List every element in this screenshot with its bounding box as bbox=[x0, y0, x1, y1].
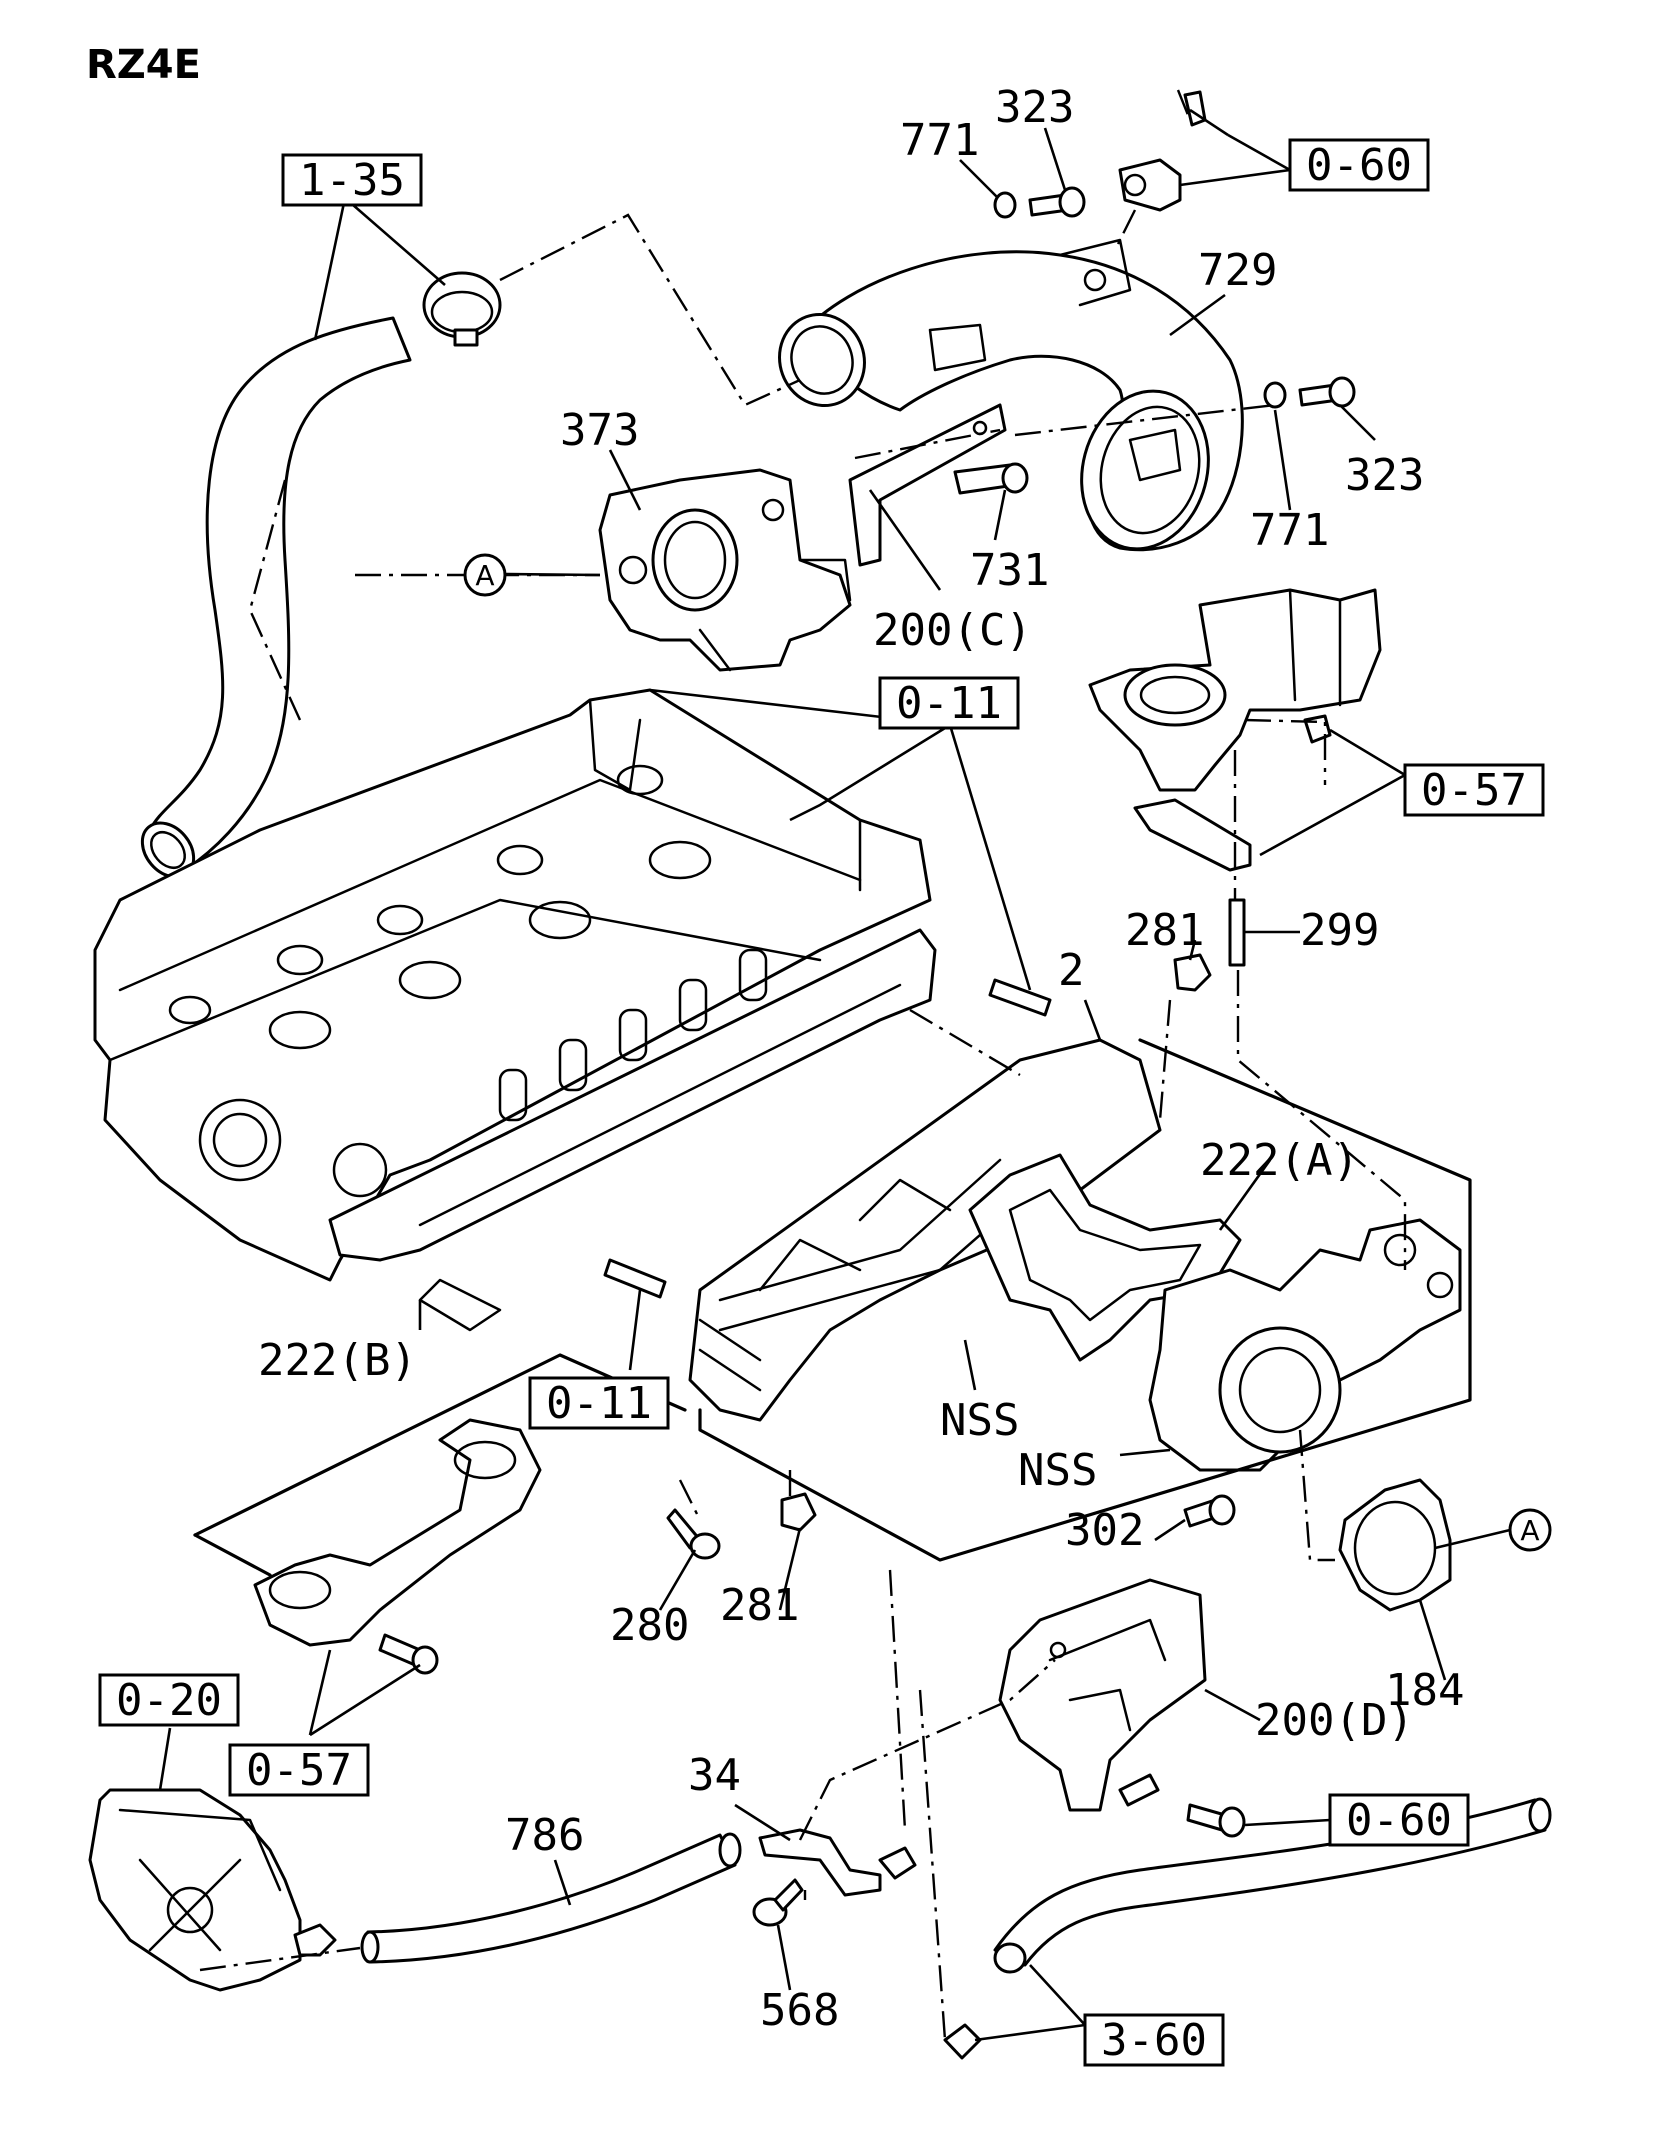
part-label-200d: 200(D) bbox=[1255, 1695, 1414, 1746]
part-label-184: 184 bbox=[1385, 1665, 1464, 1716]
circle-ref-label: A bbox=[1520, 1514, 1539, 1547]
ref-box-0-60-lower[interactable]: 0-60 bbox=[1328, 1793, 1470, 1847]
ref-box-0-11-lower[interactable]: 0-11 bbox=[528, 1376, 670, 1430]
vacuum-pump-drawing bbox=[88, 1788, 337, 1992]
part-label-281-lower: 281 bbox=[720, 1580, 799, 1631]
part-label-2: 2 bbox=[1058, 945, 1085, 996]
ref-box-label: 0-60 bbox=[1346, 1795, 1452, 1846]
ref-box-label: 0-20 bbox=[116, 1675, 222, 1726]
intake-pipe-drawing bbox=[778, 238, 1244, 552]
part-label-nss-2: NSS bbox=[1018, 1445, 1097, 1496]
leader-lines bbox=[158, 108, 1511, 2042]
part-label-34: 34 bbox=[688, 1750, 741, 1801]
intake-manifold-drawing bbox=[688, 1038, 1462, 1528]
ref-box-0-57-top[interactable]: 0-57 bbox=[1403, 763, 1545, 817]
part-label-771-right: 771 bbox=[1250, 505, 1329, 556]
part-label-731: 731 bbox=[970, 545, 1049, 596]
bracket-200d-drawing bbox=[998, 1578, 1246, 1838]
circle-ref-a-right: A bbox=[1508, 1508, 1552, 1552]
part-label-771-top: 771 bbox=[900, 115, 979, 166]
part-label-280: 280 bbox=[610, 1600, 689, 1651]
gasket-222b-drawing bbox=[328, 928, 937, 1332]
part-label-281-top: 281 bbox=[1125, 905, 1204, 956]
cylinder-head-drawing bbox=[93, 688, 932, 1282]
ref-box-0-20[interactable]: 0-20 bbox=[98, 1673, 240, 1727]
part-label-222a: 222(A) bbox=[1200, 1135, 1359, 1186]
ref-box-0-11-top[interactable]: 0-11 bbox=[878, 676, 1020, 730]
gasket-184-drawing bbox=[1338, 1478, 1452, 1612]
ref-box-0-57-lower[interactable]: 0-57 bbox=[228, 1743, 370, 1797]
egr-pipe-drawing bbox=[253, 1418, 542, 1675]
vacuum-hose-786-drawing bbox=[360, 1832, 742, 1964]
studs-drawing bbox=[603, 978, 1052, 1299]
part-label-323-right: 323 bbox=[1345, 450, 1424, 501]
egr-valve-drawing bbox=[1088, 588, 1382, 992]
part-label-323-top: 323 bbox=[995, 82, 1074, 133]
ref-box-label: 0-11 bbox=[546, 1378, 652, 1429]
ref-box-label: 1-35 bbox=[299, 155, 405, 206]
ref-box-1-35[interactable]: 1-35 bbox=[281, 153, 423, 207]
part-label-200c: 200(C) bbox=[873, 605, 1032, 656]
part-label-302: 302 bbox=[1065, 1505, 1144, 1556]
throttle-body-drawing bbox=[598, 468, 852, 672]
bracket-200c-drawing bbox=[848, 403, 1029, 567]
part-label-299: 299 bbox=[1300, 905, 1379, 956]
part-label-nss-1: NSS bbox=[940, 1395, 1019, 1446]
part-label-568: 568 bbox=[760, 1985, 839, 2036]
fasteners-280-281 bbox=[666, 1492, 817, 1560]
part-label-786: 786 bbox=[505, 1810, 584, 1861]
part-label-373: 373 bbox=[560, 405, 639, 456]
ref-box-label: 3-60 bbox=[1101, 2015, 1207, 2066]
ref-box-0-60-top[interactable]: 0-60 bbox=[1288, 138, 1430, 192]
small-fasteners-top bbox=[993, 90, 1356, 409]
model-title: RZ4E bbox=[86, 42, 201, 88]
ref-box-3-60[interactable]: 3-60 bbox=[1083, 2013, 1225, 2067]
part-label-222b: 222(B) bbox=[258, 1335, 417, 1386]
ref-box-label: 0-11 bbox=[896, 678, 1002, 729]
part-label-729: 729 bbox=[1198, 245, 1277, 296]
ref-box-label: 0-57 bbox=[1421, 765, 1527, 816]
ref-box-label: 0-57 bbox=[246, 1745, 352, 1796]
circle-ref-label: A bbox=[475, 559, 494, 592]
pipe-34-drawing bbox=[752, 1828, 917, 1927]
circle-ref-a-left: A bbox=[463, 553, 507, 597]
ref-box-label: 0-60 bbox=[1306, 140, 1412, 191]
